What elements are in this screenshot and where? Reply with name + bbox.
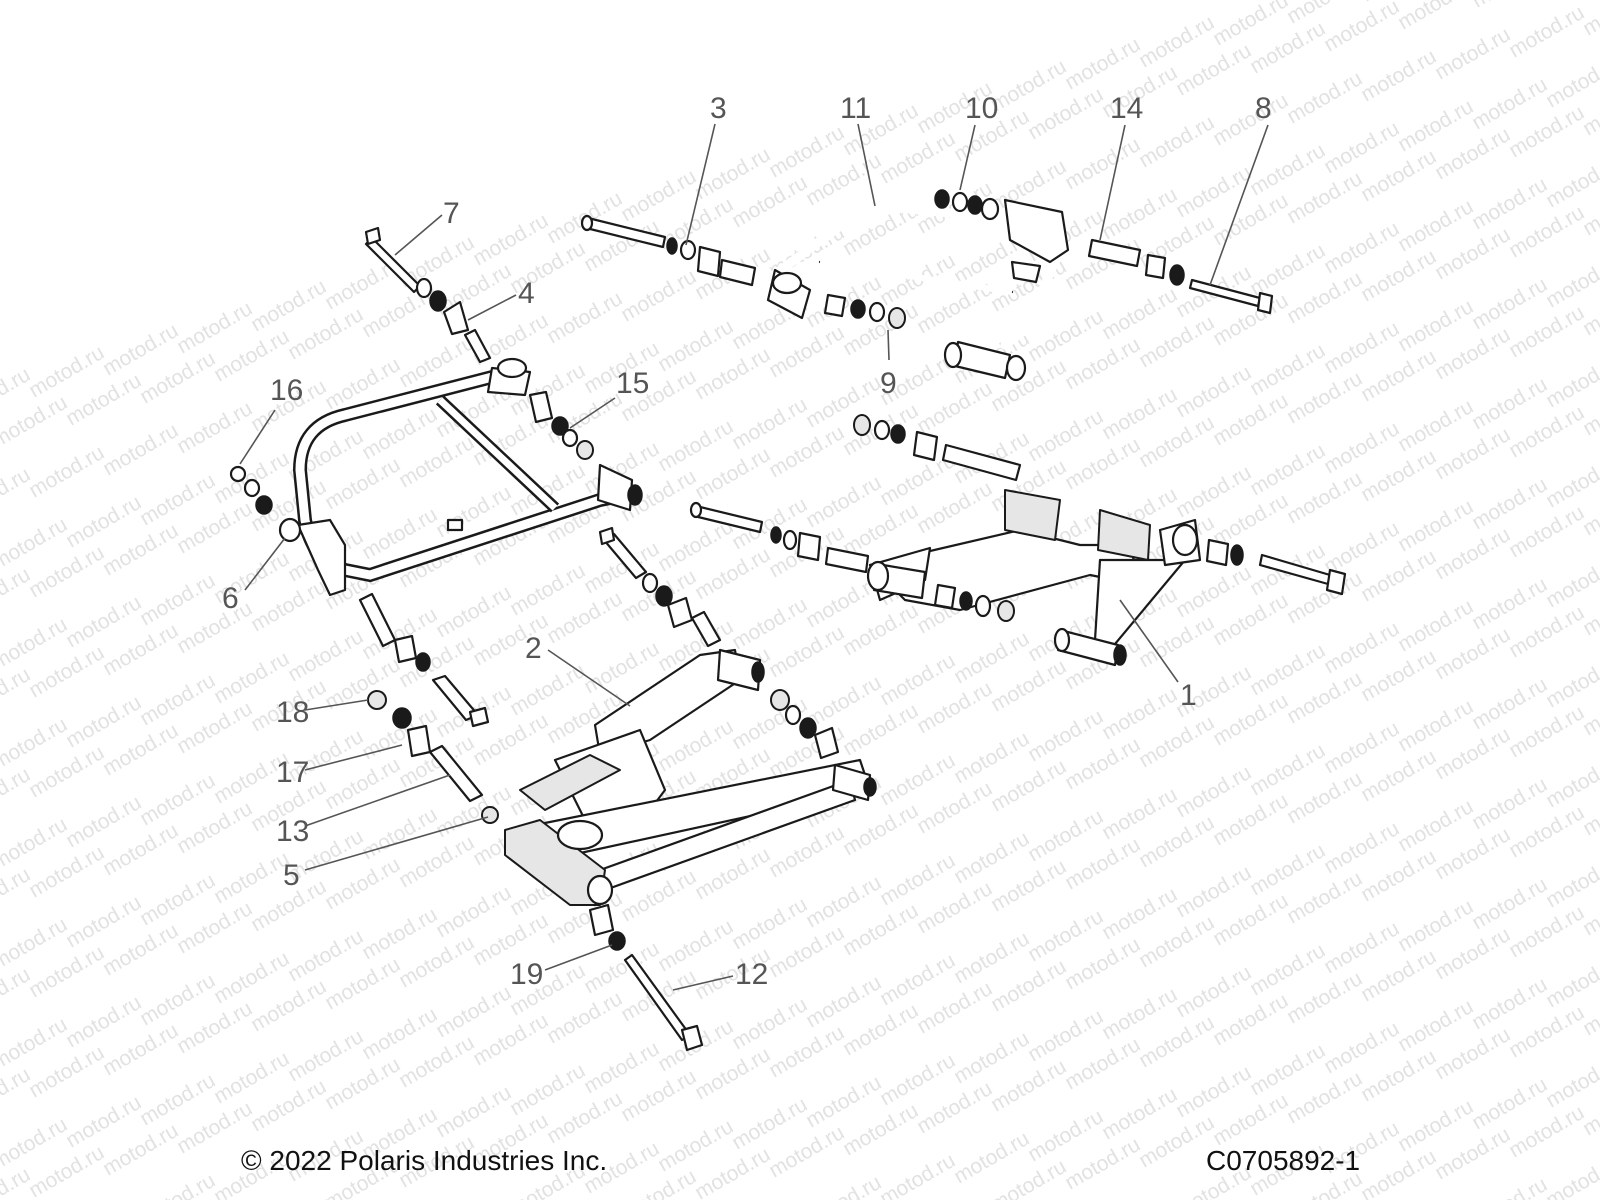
callout-label-9: 9 [880, 367, 897, 400]
callout-leader-18 [304, 699, 369, 711]
watermark-text: motod.ru [1542, 451, 1600, 512]
callout-label-19: 19 [510, 958, 543, 991]
callout-leader-6 [244, 537, 286, 591]
callout-leader-5 [304, 816, 489, 871]
callout-label-2: 2 [525, 632, 542, 665]
callout-leader-11 [857, 123, 876, 207]
watermark-text: motod.ru [1542, 151, 1600, 212]
watermark-text: motod.ru [0, 463, 34, 524]
callout-label-3: 3 [710, 92, 727, 125]
watermark-text: motod.ru [1394, 0, 1477, 34]
callout-leader-17 [304, 744, 403, 771]
callout-leader-12 [672, 975, 734, 991]
callout-leader-7 [394, 214, 443, 256]
watermark-text: motod.ru [1542, 551, 1600, 612]
watermark-text: motod.ru [0, 763, 34, 824]
watermark-text: motod.ru [25, 441, 108, 502]
bolt-and-spacers-lower-right [689, 501, 1015, 622]
lower-arm-2 [504, 648, 877, 906]
callout-leader-15 [569, 397, 616, 429]
watermark-text: motod.ru [617, 265, 700, 326]
callout-label-15: 15 [616, 367, 649, 400]
callout-leader-14 [1099, 124, 1126, 241]
watermark-text: motod.ru [1542, 251, 1600, 312]
callout-label-17: 17 [276, 756, 309, 789]
watermark-text: motod.ru [0, 863, 34, 924]
watermark-text: motod.ru [136, 1169, 219, 1200]
spacers-above-arm-1 [853, 414, 1022, 482]
callout-leader-19 [544, 944, 613, 971]
watermark-text: motod.ru [802, 1171, 885, 1200]
drawing-code: C0705892-1 [1206, 1145, 1361, 1176]
callout-leader-3 [685, 123, 716, 246]
watermark-text: motod.ru [876, 1149, 959, 1200]
callout-label-14: 14 [1110, 92, 1143, 125]
watermark-text: motod.ru [1542, 951, 1600, 1012]
callout-leader-9 [887, 329, 890, 361]
watermark-text: motod.ru [0, 563, 34, 624]
watermark-text: motod.ru [0, 1063, 34, 1124]
bushing-stack-9 [823, 293, 906, 329]
callout-leader-8 [1209, 124, 1269, 286]
watermark-text: motod.ru [1061, 133, 1144, 194]
center-bolt-stack [598, 526, 840, 760]
callout-label-10: 10 [965, 92, 998, 125]
watermark-text: motod.ru [1468, 0, 1551, 12]
watermark-text: motod.ru [1542, 51, 1600, 112]
callout-label-13: 13 [276, 815, 309, 848]
callout-label-11: 11 [840, 92, 871, 125]
watermark-text: motod.ru [1542, 651, 1600, 712]
watermark-text: motod.ru [1542, 1151, 1600, 1200]
watermark-text: motod.ru [543, 287, 626, 348]
watermark-text: motod.ru [1320, 0, 1403, 56]
watermark-text: motod.ru [1542, 1051, 1600, 1112]
watermark-text: motod.ru [1357, 45, 1440, 106]
watermark-text: motod.ru [1135, 111, 1218, 172]
watermark-text: motod.ru [1542, 751, 1600, 812]
watermark-text: motod.ru [1431, 23, 1514, 84]
callout-label-7: 7 [443, 197, 460, 230]
callout-leader-13 [304, 774, 451, 827]
bushing-stack-15 [528, 390, 594, 460]
watermark-text: motod.ru [173, 397, 256, 458]
callout-leader-2 [547, 649, 631, 707]
callout-label-16: 16 [270, 374, 303, 407]
callout-label-8: 8 [1255, 92, 1272, 125]
watermark-text: motod.ru [1542, 351, 1600, 412]
watermark-text: motod.ru [1579, 0, 1600, 40]
bolt-12-and-spacer-19 [588, 903, 704, 1052]
watermark-text: motod.ru [1505, 1, 1588, 62]
watermark-text: motod.ru [1283, 67, 1366, 128]
callout-leader-1 [1119, 599, 1179, 683]
pin-14-and-bolt-8 [1087, 238, 1274, 315]
bolt-7-and-pin-4 [364, 226, 492, 364]
callout-label-6: 6 [222, 582, 239, 615]
callout-leader-10 [959, 124, 976, 191]
watermark-text: motod.ru [0, 663, 34, 724]
callout-label-12: 12 [735, 958, 768, 991]
watermark-text: motod.ru [1468, 1173, 1551, 1200]
callout-leader-16 [239, 409, 276, 465]
watermark-text: motod.ru [0, 963, 34, 1024]
callout-label-5: 5 [283, 859, 300, 892]
bolt-upper-left [580, 214, 757, 287]
callout-leader-4 [467, 294, 517, 321]
stack-13-17-18-5 [358, 592, 499, 824]
watermark-text: motod.ru [1542, 851, 1600, 912]
copyright-notice: © 2022 Polaris Industries Inc. [241, 1145, 608, 1176]
upper-arm-frame-6 [229, 357, 643, 597]
callout-label-1: 1 [1180, 679, 1197, 712]
callout-label-4: 4 [518, 277, 535, 310]
watermark-text: motod.ru [1209, 89, 1292, 150]
bolt-right-arm-1 [1205, 538, 1347, 596]
watermark-text: motod.ru [99, 419, 182, 480]
callout-label-18: 18 [276, 696, 309, 729]
upper-a-arm-11 [765, 189, 1070, 382]
